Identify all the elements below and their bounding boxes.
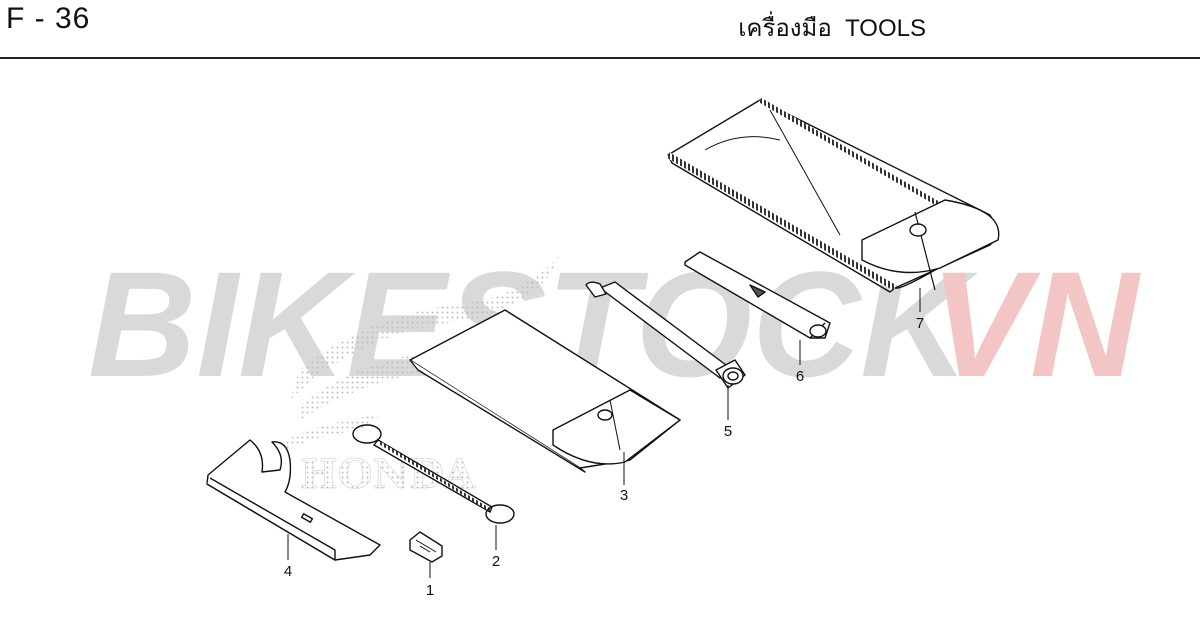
callout-numbers: 1 2 3 4 5 6 7 bbox=[284, 315, 924, 599]
callout-1: 1 bbox=[426, 582, 434, 599]
tool-pouch-large bbox=[666, 97, 1000, 293]
page-code: F - 36 bbox=[6, 2, 91, 35]
header-divider bbox=[0, 57, 1200, 59]
clip-part bbox=[409, 531, 443, 563]
socket-wrench bbox=[585, 281, 746, 389]
spanner-wrench bbox=[206, 439, 381, 561]
leader-lines bbox=[287, 288, 921, 578]
callout-3: 3 bbox=[620, 487, 628, 504]
callout-7: 7 bbox=[916, 315, 924, 332]
watermark-accent-text: VN bbox=[930, 240, 1141, 408]
tool-handle-bar bbox=[684, 251, 831, 339]
honda-brand-text: HONDA bbox=[300, 451, 476, 498]
callout-4: 4 bbox=[284, 563, 292, 580]
callout-5: 5 bbox=[724, 423, 732, 440]
helmet-cable bbox=[352, 424, 515, 524]
callout-2: 2 bbox=[492, 553, 500, 570]
page-title: เครื่องมือ TOOLS bbox=[738, 15, 926, 42]
tool-pouch-small bbox=[409, 309, 681, 473]
callout-6: 6 bbox=[796, 368, 804, 385]
